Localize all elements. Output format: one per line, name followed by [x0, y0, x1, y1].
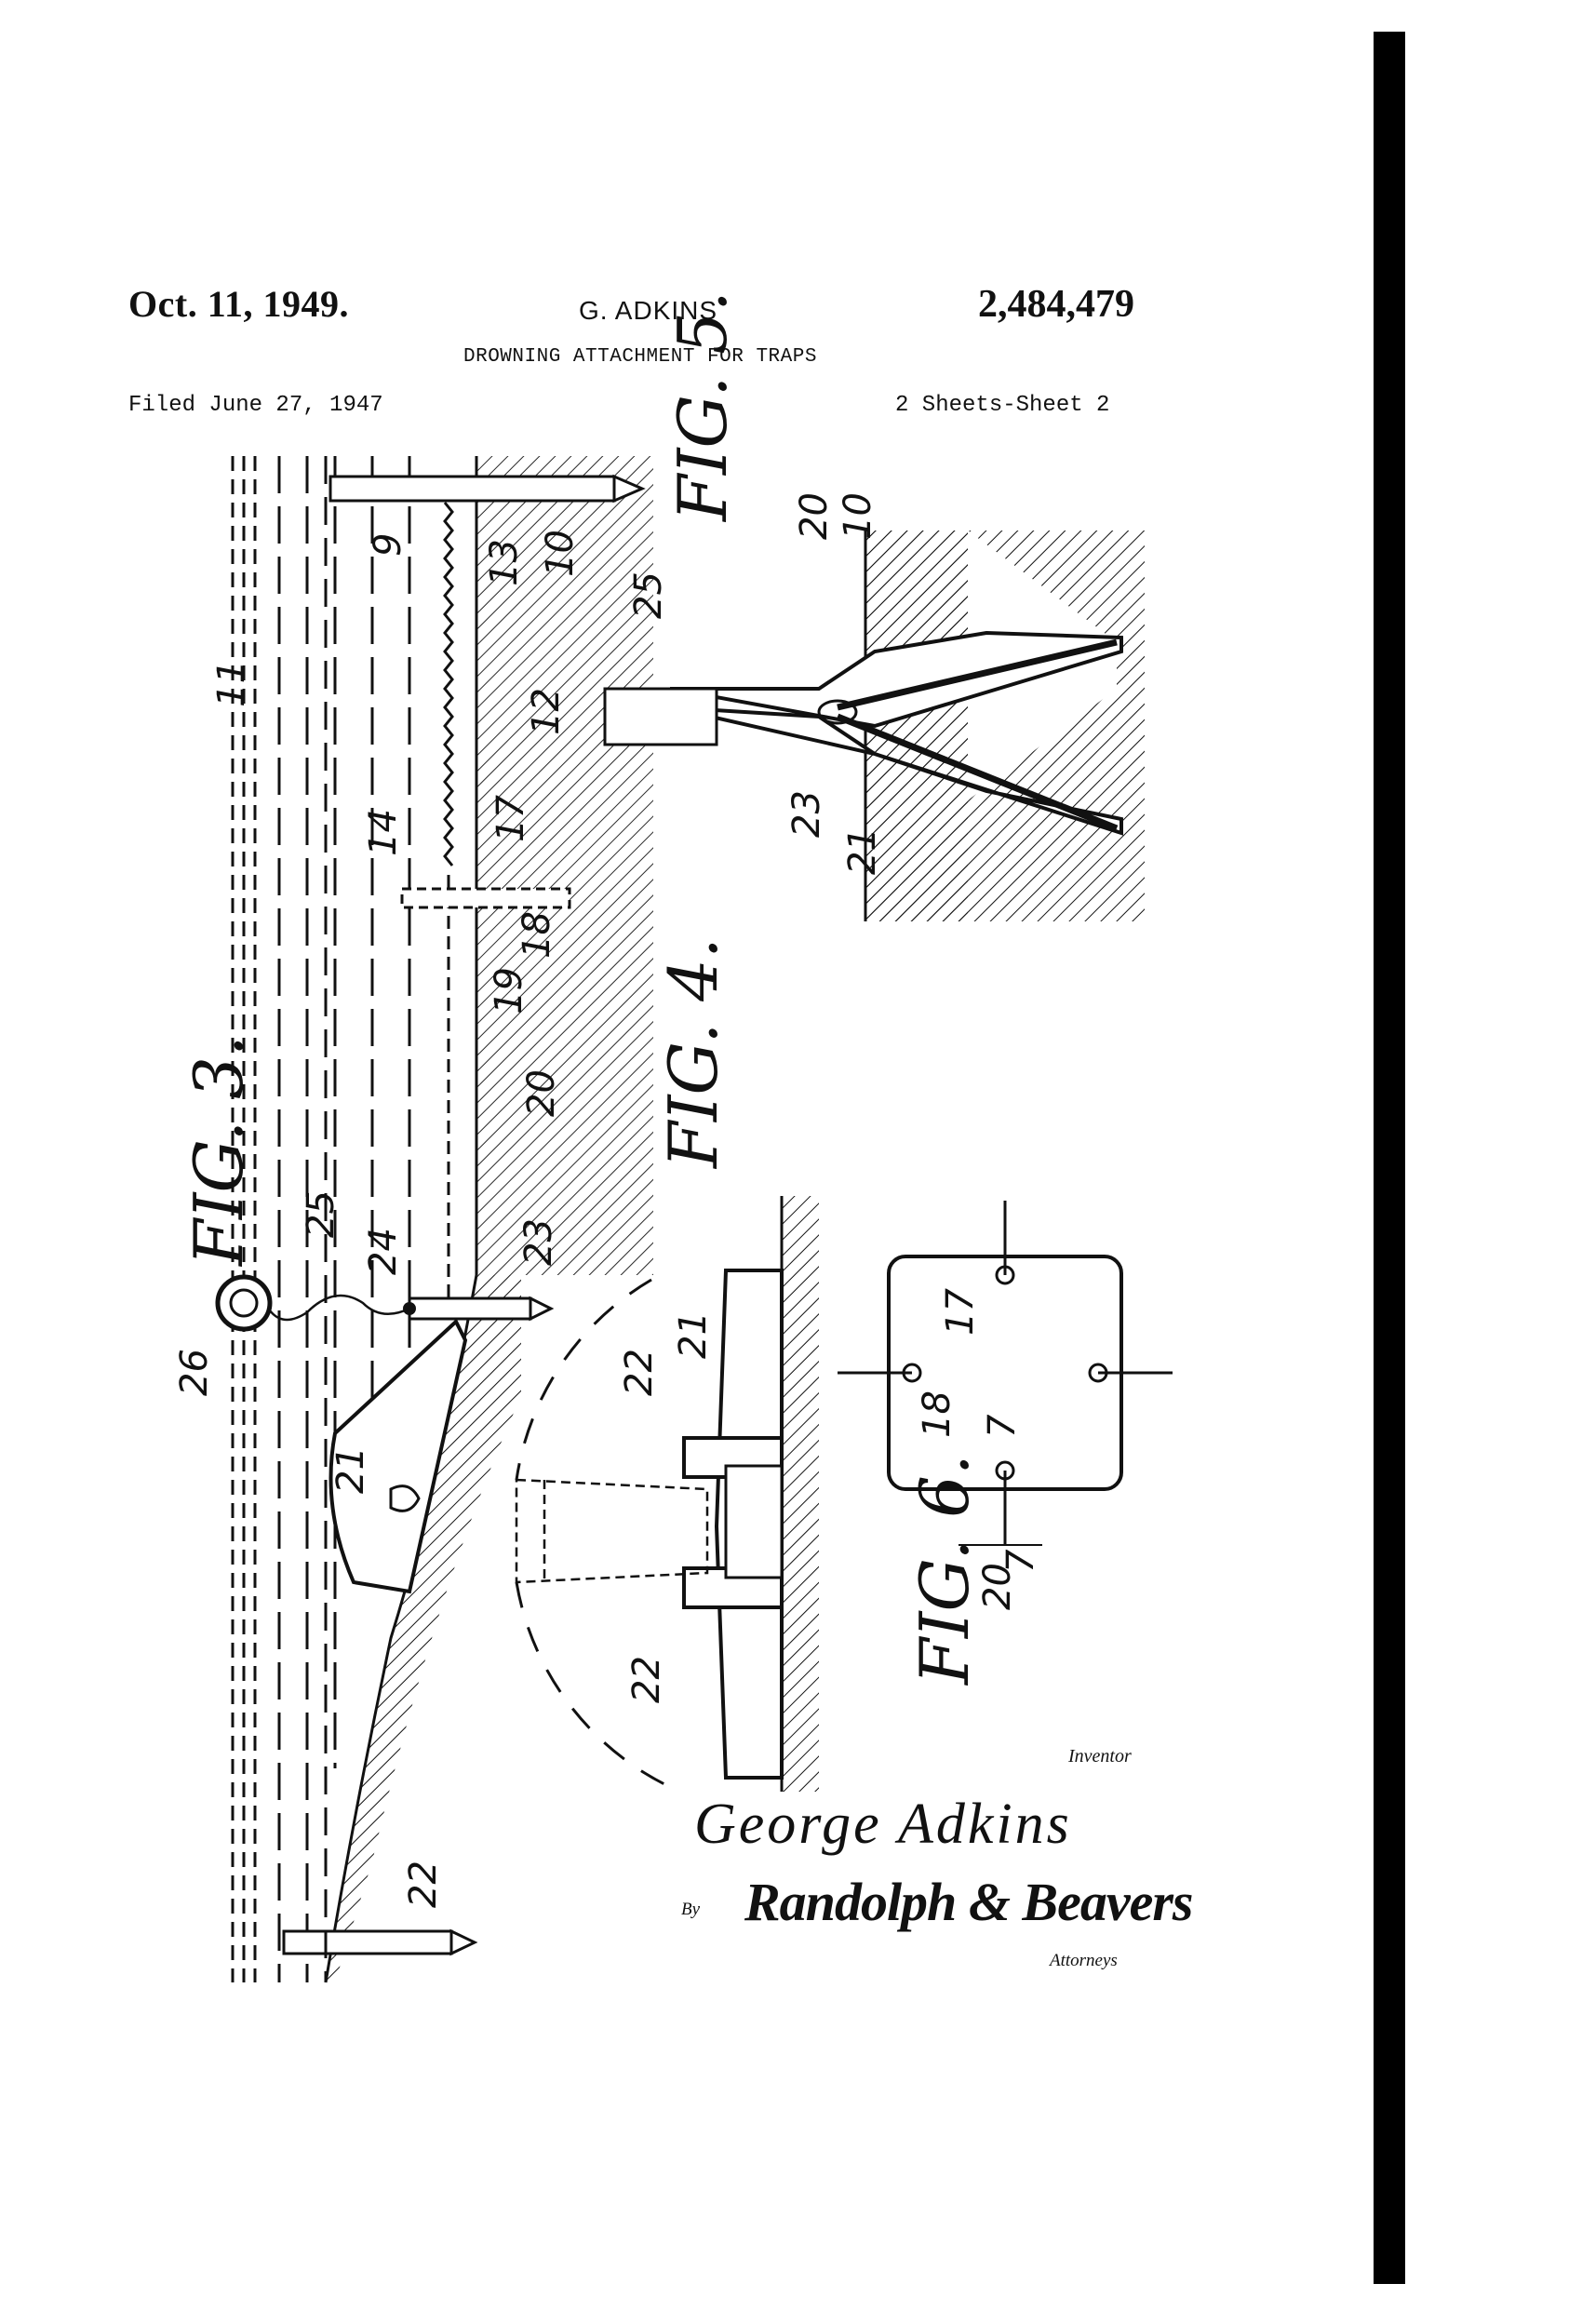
ref-17: 17 [489, 795, 532, 842]
ref-9: 9 [367, 533, 409, 557]
fig5-label: FIG. 5. [664, 290, 742, 523]
filed-date: Filed June 27, 1947 [128, 393, 383, 418]
ref-22: 22 [402, 1861, 445, 1908]
ref-18: 18 [516, 911, 558, 959]
fig3-label: FIG. 3. [180, 1035, 258, 1268]
ref-23-fig5: 23 [785, 790, 828, 838]
ref-21-fig4: 21 [672, 1311, 715, 1359]
ref-20-fig5: 20 [793, 492, 836, 540]
ref-20-fig6: 20 [976, 1563, 1019, 1610]
attorney-signature: Randolph & Beavers [744, 1872, 1193, 1932]
ref-17-fig6: 17 [939, 1288, 982, 1336]
ref-25: 25 [300, 1190, 342, 1238]
ref-7-upper: 7 [981, 1414, 1024, 1438]
patent-title: DROWNING ATTACHMENT FOR TRAPS [463, 346, 817, 368]
ref-12: 12 [525, 688, 568, 735]
inventor-name: G. ADKINS [579, 296, 718, 325]
ref-22-fig4-top: 22 [618, 1349, 661, 1396]
patent-number: 2,484,479 [978, 283, 1134, 326]
fig6-drawing [838, 1201, 1173, 1546]
ref-20: 20 [520, 1069, 563, 1117]
scan-edge-bar [1374, 32, 1405, 2284]
ref-7-lower: 7 [999, 1549, 1042, 1573]
inventor-signature: George Adkins [694, 1793, 1072, 1856]
ref-10: 10 [539, 530, 582, 577]
sheet-count: 2 Sheets-Sheet 2 [895, 393, 1110, 418]
ref-21: 21 [329, 1446, 372, 1494]
ref-26: 26 [173, 1349, 216, 1396]
fig6-label: FIG. 6. [905, 1454, 984, 1686]
ref-10-fig5: 10 [837, 492, 879, 540]
ref-14: 14 [362, 809, 405, 856]
ref-11: 11 [210, 660, 253, 707]
ref-18-fig6: 18 [916, 1390, 959, 1438]
ref-22-fig4-bottom: 22 [625, 1656, 668, 1703]
fig4-drawing [515, 1196, 819, 1792]
ref-21-fig5: 21 [841, 827, 884, 875]
fig3-drawing [215, 456, 653, 1983]
ref-25-fig5: 25 [627, 571, 670, 619]
fig4-label: FIG. 4. [654, 937, 732, 1170]
attorneys-label: Attorneys [1050, 1951, 1118, 1970]
ref-23: 23 [517, 1218, 560, 1266]
ref-19: 19 [488, 967, 530, 1014]
patent-date: Oct. 11, 1949. [128, 283, 349, 325]
by-label: By [681, 1900, 701, 1919]
ref-24: 24 [362, 1228, 405, 1275]
fig5-drawing [603, 531, 1145, 921]
ref-13: 13 [483, 539, 526, 586]
inventor-label: Inventor [1068, 1746, 1132, 1767]
